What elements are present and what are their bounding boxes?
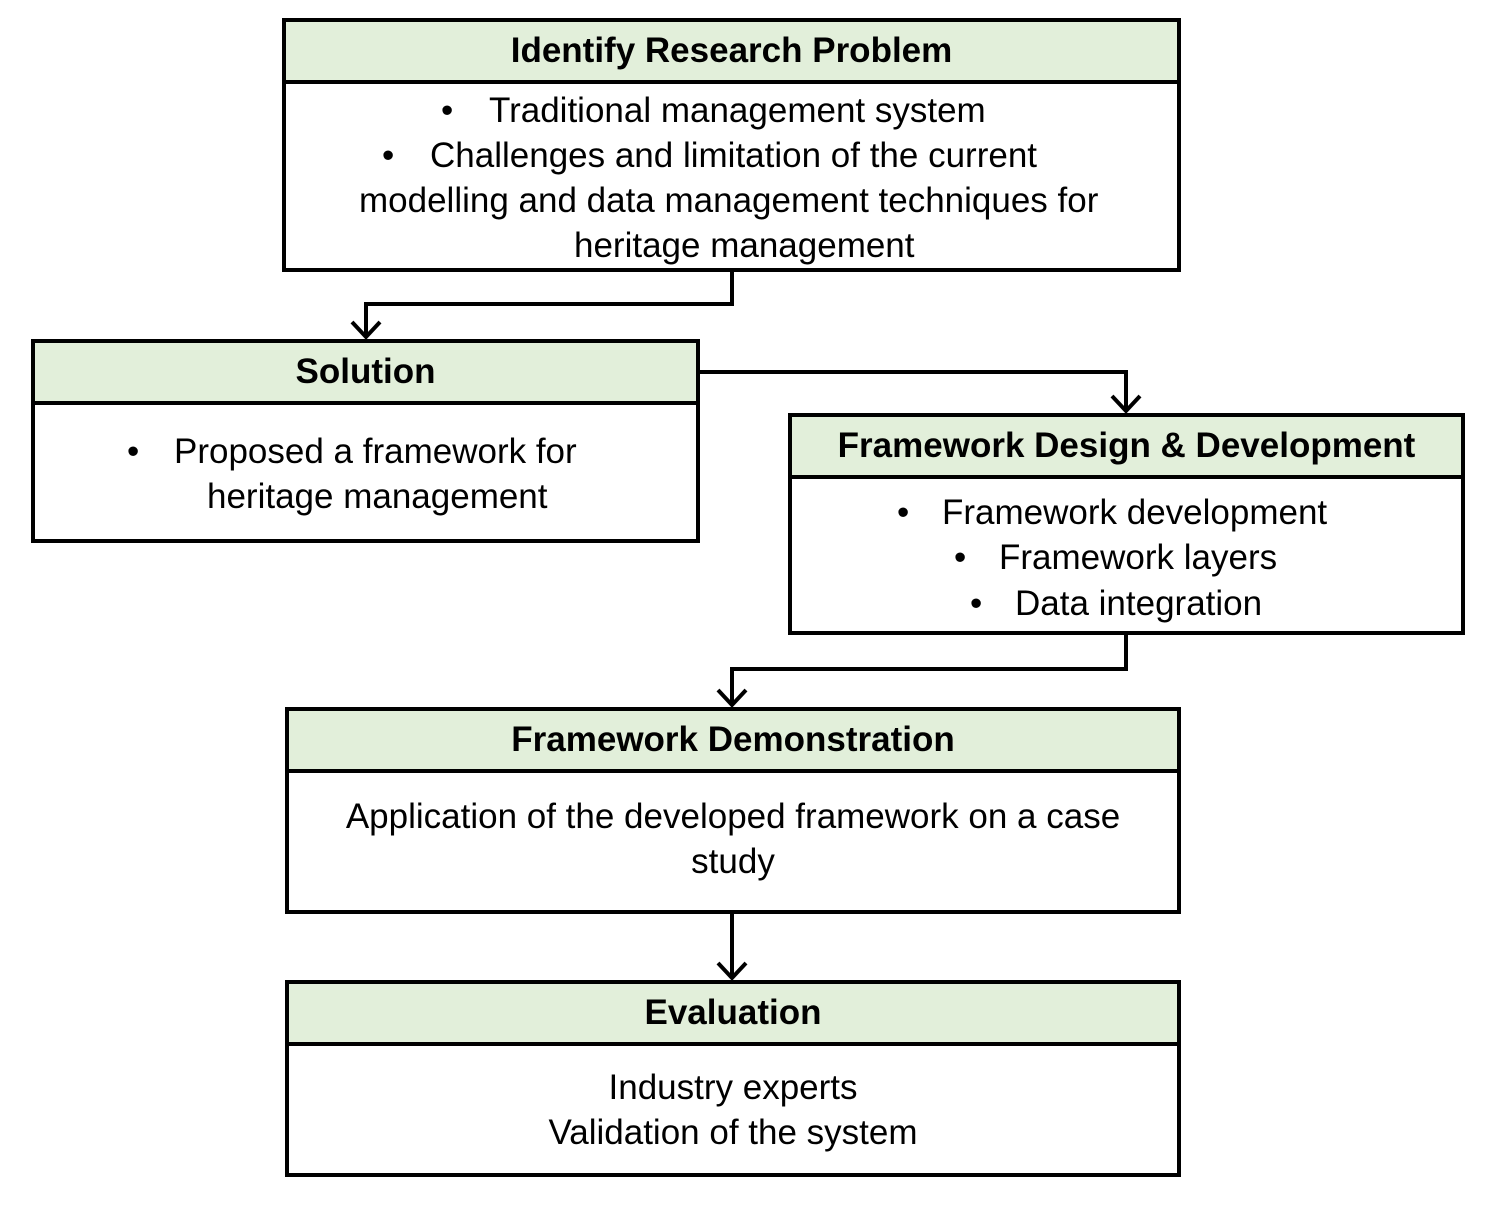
- bullet-icon: •: [954, 538, 967, 577]
- demonstration-line-1: Application of the developed framework o…: [345, 796, 1121, 836]
- research-problem-box: Identify Research Problem • Traditional …: [282, 18, 1181, 272]
- research-bullet-1: Traditional management system: [489, 91, 986, 130]
- research-bullet-2-line-3: heritage management: [574, 226, 915, 265]
- research-problem-body: • Traditional management system • Challe…: [286, 84, 1177, 268]
- arrow-solution-to-design: [698, 370, 1128, 410]
- evaluation-box: Evaluation Industry experts Validation o…: [285, 980, 1181, 1177]
- solution-body: • Proposed a framework for heritage mana…: [35, 405, 696, 539]
- research-problem-title: Identify Research Problem: [286, 22, 1177, 84]
- arrow-research-to-solution: [364, 270, 734, 336]
- bullet-icon: •: [382, 136, 395, 175]
- framework-demonstration-body: Application of the developed framework o…: [289, 773, 1177, 910]
- arrowhead-design: [1110, 394, 1142, 414]
- framework-design-title: Framework Design & Development: [792, 417, 1461, 479]
- research-bullet-2-line-2: modelling and data management techniques…: [359, 181, 1099, 220]
- framework-design-body: • Framework development • Framework laye…: [792, 479, 1461, 631]
- framework-demonstration-title: Framework Demonstration: [289, 711, 1177, 773]
- arrowhead-solution: [350, 320, 382, 340]
- solution-box: Solution • Proposed a framework for heri…: [31, 339, 700, 543]
- bullet-icon: •: [441, 91, 454, 130]
- bullet-icon: •: [897, 493, 910, 532]
- framework-demonstration-box: Framework Demonstration Application of t…: [285, 707, 1181, 914]
- evaluation-line-2: Validation of the system: [548, 1112, 918, 1152]
- arrow-design-to-demonstration: [730, 632, 1128, 704]
- solution-bullet-1-line-2: heritage management: [207, 477, 548, 516]
- evaluation-body: Industry experts Validation of the syste…: [289, 1046, 1177, 1173]
- bullet-icon: •: [970, 584, 983, 623]
- design-bullet-1: Framework development: [942, 493, 1328, 532]
- solution-title: Solution: [35, 343, 696, 405]
- design-bullet-3: Data integration: [1015, 584, 1263, 623]
- arrowhead-evaluation: [716, 961, 748, 981]
- bullet-icon: •: [127, 432, 140, 471]
- demonstration-line-2: study: [691, 841, 775, 881]
- framework-design-box: Framework Design & Development • Framewo…: [788, 413, 1465, 635]
- research-bullet-2-line-1: Challenges and limitation of the current: [430, 136, 1038, 175]
- evaluation-line-1: Industry experts: [608, 1067, 858, 1107]
- arrowhead-demonstration: [716, 688, 748, 708]
- design-bullet-2: Framework layers: [999, 538, 1278, 577]
- solution-bullet-1-line-1: Proposed a framework for: [174, 432, 577, 471]
- evaluation-title: Evaluation: [289, 984, 1177, 1046]
